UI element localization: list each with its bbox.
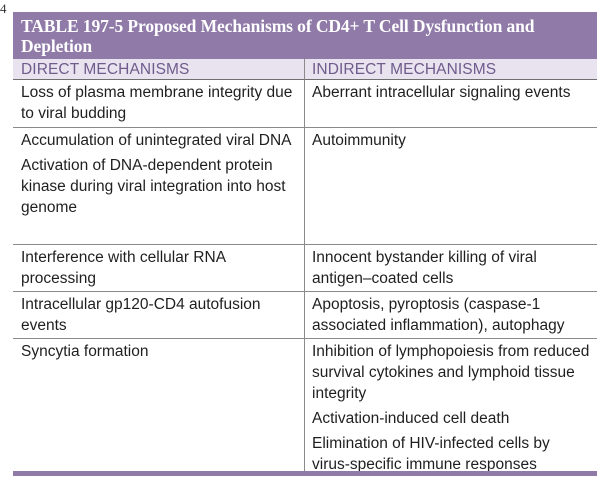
page-number: 4 bbox=[0, 1, 7, 16]
table-title-bar: TABLE 197-5 Proposed Mechanisms of CD4+ … bbox=[13, 12, 597, 59]
indirect-mechanism-entry: Autoimmunity bbox=[312, 132, 406, 149]
direct-mechanism-entry: Accumulation of unintegrated viral DNA bbox=[21, 132, 292, 149]
table-cell-direct-row-5: Syncytia formation bbox=[13, 339, 304, 471]
table-cell-direct-row-3: Interference with cellular RNA processin… bbox=[13, 245, 304, 292]
indirect-mechanism-entry: Aberrant intracellular signaling events bbox=[312, 84, 571, 101]
table-title-line-2: Depletion bbox=[21, 36, 93, 56]
indirect-mechanism-entry: Elimination of HIV-infected cells by vir… bbox=[312, 435, 550, 471]
table-cell-direct-row-2: Accumulation of unintegrated viral DNA A… bbox=[13, 128, 304, 245]
table-cell-indirect-row-1: Aberrant intracellular signaling events bbox=[304, 80, 597, 128]
table-cell-indirect-row-5: Inhibition of lymphopoiesis from reduced… bbox=[304, 339, 597, 471]
table-cell-direct-row-1: Loss of plasma membrane integrity due to… bbox=[13, 80, 304, 128]
indirect-mechanism-entry: Apoptosis, pyroptosis (caspase-1 associa… bbox=[312, 296, 565, 334]
table-title-line-1: TABLE 197-5 Proposed Mechanisms of CD4+ … bbox=[21, 16, 535, 36]
table-cell-indirect-row-3: Innocent bystander killing of viral anti… bbox=[304, 245, 597, 292]
table-title: TABLE 197-5 Proposed Mechanisms of CD4+ … bbox=[21, 16, 589, 56]
indirect-mechanism-entry: Innocent bystander killing of viral anti… bbox=[312, 249, 537, 287]
table-grid: DIRECT MECHANISMS INDIRECT MECHANISMS Lo… bbox=[13, 59, 597, 471]
column-header-indirect: INDIRECT MECHANISMS bbox=[304, 59, 597, 80]
indirect-mechanism-entry: Activation-induced cell death bbox=[312, 410, 510, 427]
table-cell-indirect-row-4: Apoptosis, pyroptosis (caspase-1 associa… bbox=[304, 292, 597, 339]
direct-mechanism-entry: Intracellular gp120-CD4 autofusion event… bbox=[21, 296, 261, 334]
indirect-mechanism-entry: Inhibition of lymphopoiesis from reduced… bbox=[312, 343, 590, 402]
direct-mechanism-entry: Interference with cellular RNA processin… bbox=[21, 249, 226, 287]
table-cell-indirect-row-2: Autoimmunity bbox=[304, 128, 597, 245]
direct-mechanism-entry: Syncytia formation bbox=[21, 343, 149, 360]
table-cell-direct-row-4: Intracellular gp120-CD4 autofusion event… bbox=[13, 292, 304, 339]
mechanisms-table: TABLE 197-5 Proposed Mechanisms of CD4+ … bbox=[13, 12, 597, 496]
direct-mechanism-entry: Loss of plasma membrane integrity due to… bbox=[21, 84, 293, 122]
direct-mechanism-entry: Activation of DNA-dependent protein kina… bbox=[21, 157, 286, 216]
table-bottom-rule bbox=[13, 471, 597, 476]
column-header-direct: DIRECT MECHANISMS bbox=[13, 59, 304, 80]
